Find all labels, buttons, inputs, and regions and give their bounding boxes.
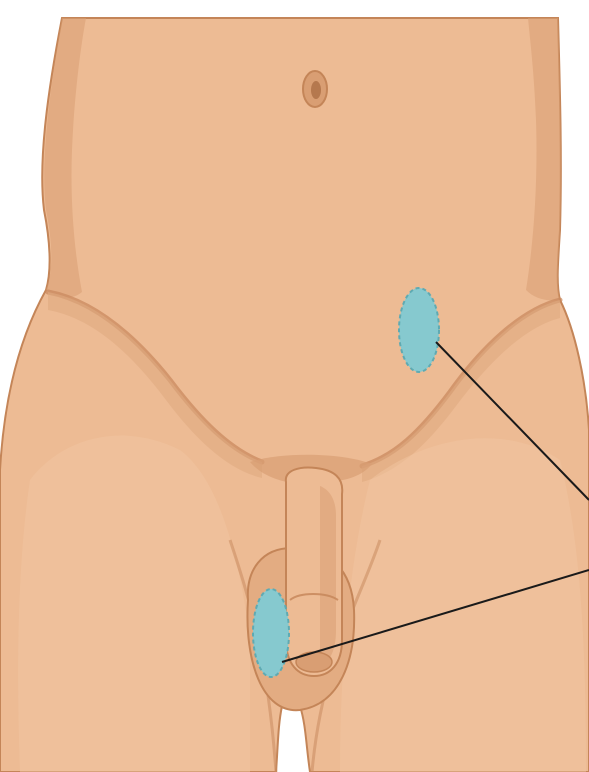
scrotum-marker [253,589,289,677]
navel-inner [311,81,321,99]
right-thigh-highlight [340,438,586,772]
glans-tip [296,652,332,672]
penis-shading [320,486,336,666]
lower-abdomen-marker [399,288,439,372]
